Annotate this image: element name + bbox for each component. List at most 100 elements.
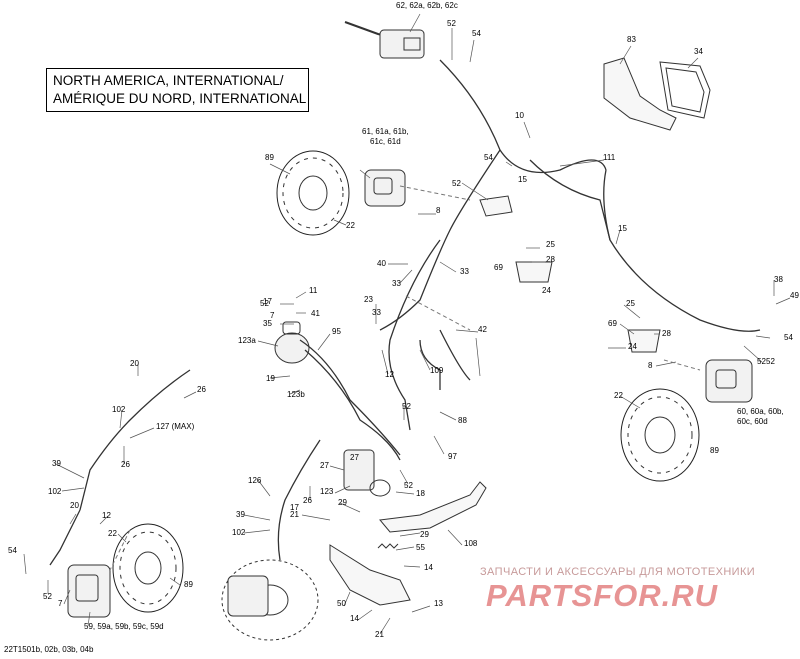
callout-label: 49 [790,291,799,300]
front-right-caliper [705,359,753,403]
rear-brake-pedal [379,481,487,533]
callout-label: 59, 59a, 59b, 59c, 59d [84,622,164,631]
callout-label: 8 [648,361,653,370]
callout-label: 89 [265,153,274,162]
callout-label: 52 [452,179,461,188]
callout-label: 15 [618,224,627,233]
callout-label: 52 [260,299,269,308]
callout-label: 20 [70,501,79,510]
callout-label: 7 [270,311,275,320]
rear-master-cylinder [343,449,391,497]
callout-label: 14 [424,563,433,572]
callout-label: 33 [460,267,469,276]
callout-label: 123a [238,336,256,345]
callout-label: 83 [627,35,636,44]
callout-label: 54 [484,153,493,162]
callout-label: 55 [416,543,425,552]
callout-label: 12 [102,511,111,520]
brake-lines [49,59,761,566]
callout-label: 26 [303,496,312,505]
callout-label: 28 [546,255,555,264]
callout-label: 29 [338,498,347,507]
handlebar-master-cylinder [344,21,425,59]
abs-bracket-69-front [515,261,553,283]
callout-label: 35 [263,319,272,328]
callout-label: 52 [43,592,52,601]
callout-label: 111 [603,153,616,162]
callout-label: 22 [614,391,623,400]
mirror-34 [659,61,711,119]
callout-label: 40 [377,259,386,268]
callout-label: 123b [287,390,305,399]
callout-label: 102 [48,487,62,496]
region-label-line-2: AMÉRIQUE DU NORD, INTERNATIONAL [53,91,307,106]
callout-label: 60, 60a, 60b, [737,407,784,416]
callout-label: 60c, 60d [737,417,768,426]
callout-label: 41 [311,309,320,318]
callout-label: 22 [346,221,355,230]
callout-label: 12 [385,370,394,379]
front-left-brake-disc [276,150,350,236]
callout-label: 127 (MAX) [156,422,195,431]
callout-label: 11 [309,286,318,295]
callout-label: 69 [608,319,617,328]
callout-label: 21 [290,510,299,519]
callout-label: 18 [416,489,425,498]
callout-label: 22 [108,529,117,538]
front-left-caliper [364,169,406,207]
callout-label: 25 [546,240,555,249]
rear-left-brake-disc [112,523,184,613]
callout-label: 50 [337,599,346,608]
callout-label: 42 [478,325,487,334]
callout-label: 61c, 61d [370,137,401,146]
callout-label: 19 [266,374,275,383]
watermark-logo: PARTSFOR.RU [486,578,719,613]
callout-label: 102 [232,528,246,537]
callout-label: 102 [112,405,126,414]
callout-label: 62, 62a, 62b, 62c [396,1,458,10]
callout-label: 28 [662,329,671,338]
callout-label: 38 [774,275,783,284]
callout-label: 25 [626,299,635,308]
callout-label: 27 [320,461,329,470]
callout-label: 27 [350,453,359,462]
diagram-code: 22T1501b, 02b, 03b, 04b [4,645,94,654]
callout-label: 29 [420,530,429,539]
routing-dashes [109,185,701,571]
bracket-83 [603,57,677,131]
callout-label: 54 [8,546,17,555]
callout-label: 126 [248,476,262,485]
spring-55 [377,543,399,549]
callout-label: 52 [766,357,775,366]
callout-label: 24 [542,286,551,295]
callout-label: 108 [464,539,478,548]
front-right-brake-disc [620,388,700,482]
callout-label: 23 [364,295,373,304]
leader-lines [23,13,791,635]
bracket-52 [479,195,513,217]
callout-label: 15 [518,175,527,184]
region-label-line-1: NORTH AMERICA, INTERNATIONAL/ [53,73,284,88]
callout-label: 26 [197,385,206,394]
callout-label: 8 [436,206,441,215]
callout-label: 14 [350,614,359,623]
callout-label: 61, 61a, 61b, [362,127,409,136]
callout-label: 39 [236,510,245,519]
callout-label: 39 [52,459,61,468]
callout-label: 7 [58,599,63,608]
callout-label: 24 [628,342,637,351]
callout-label: 33 [372,308,381,317]
abs-bracket-69-right [627,329,661,353]
callout-label: 123 [320,487,334,496]
rear-secondary-caliper [227,575,269,617]
callout-label: 52 [447,19,456,28]
callout-label: 88 [458,416,467,425]
callout-label: 10 [515,111,524,120]
callout-label: 26 [121,460,130,469]
callout-label: 89 [184,580,193,589]
callout-label: 89 [710,446,719,455]
callout-label: 52 [404,481,413,490]
